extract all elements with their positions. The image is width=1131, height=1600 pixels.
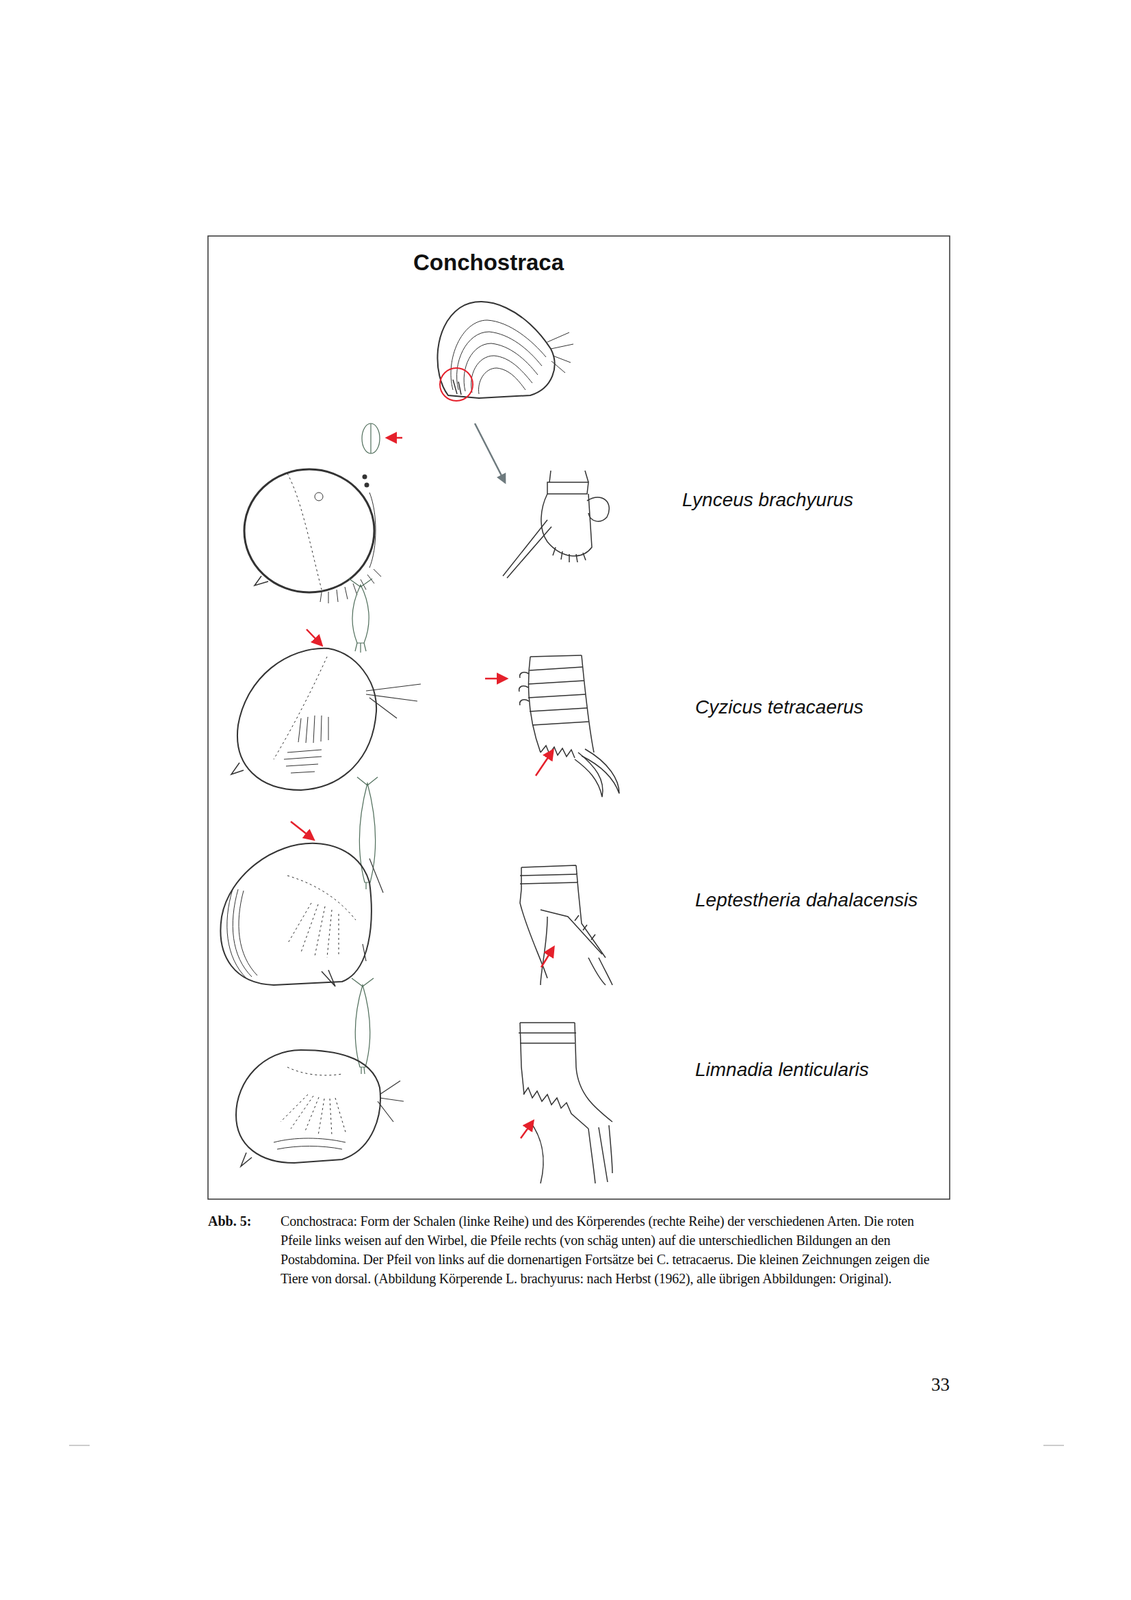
- shell-drawing: [457, 331, 542, 390]
- shell-drawing: [369, 492, 376, 568]
- dorsal-sketch: [348, 578, 373, 653]
- body-end-drawing: [574, 752, 603, 798]
- shell-drawing: [450, 320, 546, 390]
- shell-drawing: [366, 684, 421, 719]
- body-end-drawing: [541, 494, 592, 557]
- figure-caption: Conchostraca: Form der Schalen (linke Re…: [280, 1211, 948, 1289]
- red-arrow: [535, 750, 553, 776]
- shell-drawing: [220, 843, 371, 986]
- shell-drawing: [236, 1050, 381, 1164]
- body-end-drawing: [547, 482, 589, 494]
- shell-drawing: [283, 749, 322, 774]
- shell-drawing: [254, 576, 269, 586]
- pointer-arrow: [474, 423, 505, 483]
- body-end-drawing: [530, 655, 582, 657]
- body-end-drawing: [552, 547, 586, 563]
- figure-frame: [208, 236, 950, 1200]
- figure-number: Abb. 5:: [208, 1211, 252, 1231]
- body-end-drawing: [518, 1022, 577, 1068]
- body-end-drawing: [587, 497, 609, 522]
- shell-drawing: [273, 1138, 346, 1150]
- shell-drawing: [437, 301, 574, 399]
- body-end-drawing: [581, 749, 620, 794]
- body-end-drawing: [520, 865, 579, 890]
- dorsal-sketch: [355, 985, 371, 1068]
- dorsal-sketch: [357, 777, 378, 890]
- body-end-drawing: [540, 910, 603, 955]
- crop-mark: [69, 1445, 1064, 1447]
- red-arrow: [387, 437, 403, 440]
- shell-drawing: [240, 1152, 252, 1167]
- shell-drawing: [273, 656, 328, 760]
- dorsal-sketch: [348, 423, 380, 1075]
- body-end-drawing: [519, 672, 529, 706]
- crop-mark: [69, 1445, 90, 1447]
- red-arrow: [290, 437, 554, 1139]
- shell-drawing: [280, 1094, 346, 1136]
- shell-drawing: [244, 469, 382, 604]
- shell-drawing: [231, 762, 244, 775]
- figure-title: Conchostraca: [413, 249, 564, 277]
- species-name: Cyzicus tetracaerus: [695, 695, 864, 720]
- body-end-drawing: [523, 1087, 589, 1129]
- page-number: 33: [931, 1373, 950, 1396]
- species-name: Leptestheria dahalacensis: [695, 888, 918, 913]
- shell-drawing: [452, 379, 462, 395]
- red-arrow: [541, 947, 554, 968]
- red-arrow: [290, 821, 314, 840]
- body-end-drawing: [588, 1125, 613, 1184]
- shell-drawing: [320, 569, 382, 604]
- shell-drawing: [244, 469, 375, 593]
- body-end-drawing: [530, 1122, 544, 1184]
- dorsal-sketch: [352, 585, 369, 644]
- shell-drawing: [298, 715, 329, 744]
- dorsal-sketch: [370, 423, 371, 454]
- body-end-drawing: [502, 520, 552, 579]
- crop-mark: [1043, 1445, 1064, 1447]
- body-end-drawing: [576, 1067, 613, 1123]
- species-name: Lynceus brachyurus: [682, 488, 854, 512]
- red-arrow: [520, 1121, 533, 1139]
- body-end-drawing: [528, 656, 541, 753]
- highlight-circle: [439, 368, 473, 401]
- shell-drawing: [377, 1081, 404, 1123]
- eye-dots: [362, 474, 370, 488]
- shell-drawing: [478, 368, 526, 395]
- shell-drawing: [287, 1067, 343, 1076]
- body-end-drawing: [581, 655, 594, 753]
- shell-drawing: [437, 301, 555, 399]
- shell-drawing: [547, 332, 574, 373]
- shell-drawing: [314, 492, 323, 501]
- body-end-drawing: [521, 1067, 525, 1095]
- shell-drawing: [220, 648, 421, 1167]
- shell-drawing: [287, 903, 339, 958]
- shell-drawing: [287, 473, 322, 590]
- body-end-drawing: [574, 915, 596, 941]
- shell-drawing: [237, 648, 377, 791]
- body-end-drawing: [540, 745, 575, 759]
- eye-dots: [364, 483, 370, 488]
- red-arrow: [485, 678, 507, 681]
- dorsal-sketch: [361, 423, 380, 454]
- body-end-drawing: [540, 916, 548, 986]
- shell-drawing: [321, 970, 336, 987]
- eye-dots: [362, 474, 368, 480]
- body-end-drawing: [588, 957, 613, 986]
- body-end-drawing: [502, 470, 620, 1184]
- shell-drawing: [227, 889, 258, 979]
- body-end-drawing: [549, 470, 589, 483]
- shell-drawing: [362, 858, 384, 962]
- species-name: Limnadia lenticularis: [695, 1058, 869, 1082]
- shell-drawing: [463, 343, 538, 392]
- red-arrow: [306, 629, 322, 646]
- body-end-drawing: [578, 889, 606, 958]
- shell-drawing: [287, 875, 356, 921]
- body-end-drawing: [528, 667, 589, 726]
